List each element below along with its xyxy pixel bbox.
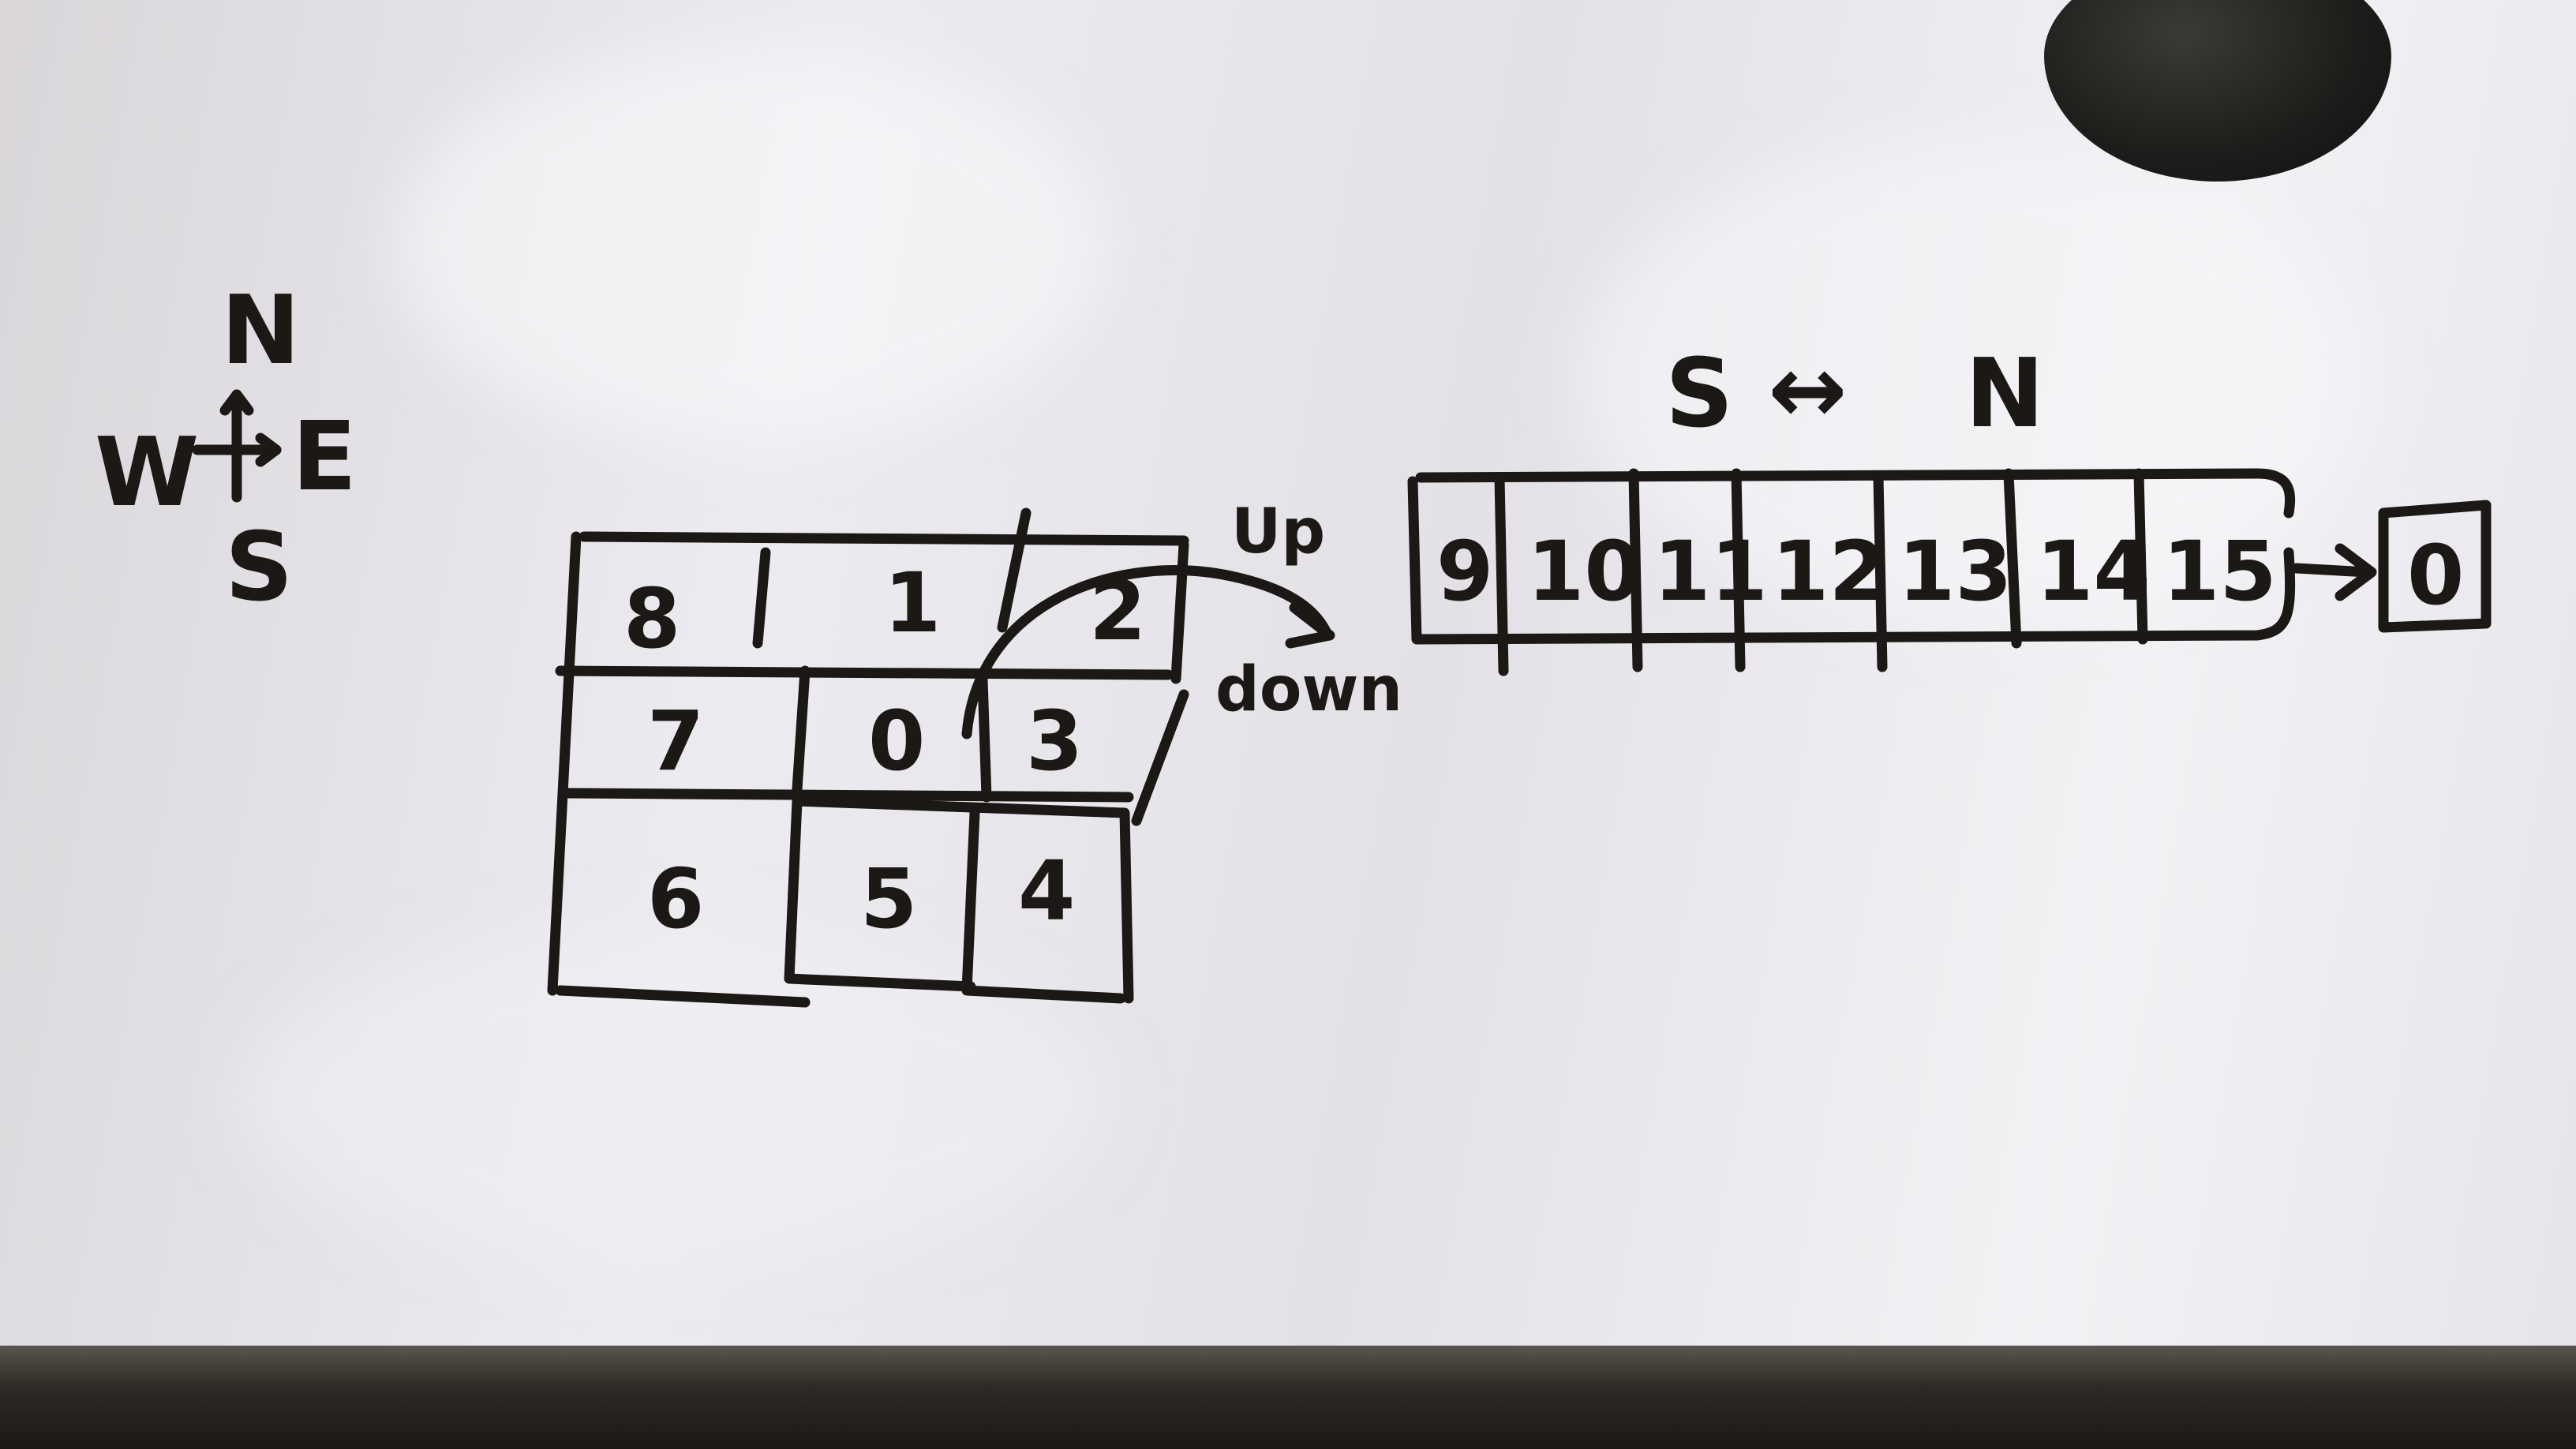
grid-cell-8: 8: [623, 571, 680, 667]
grid-cell-5: 5: [860, 851, 917, 947]
strip-cell-11: 11: [1653, 523, 1768, 620]
compass-cross-icon: [192, 389, 282, 503]
compass-west: W: [95, 418, 199, 528]
strip-next-cell-0: 0: [2407, 527, 2464, 623]
strip-north: N: [1965, 339, 2044, 449]
strip-south: S: [1665, 339, 1733, 449]
grid-cell-0: 0: [868, 693, 925, 789]
strip-cell-9: 9: [1436, 523, 1493, 620]
up-down-arrow: Up down: [961, 496, 1402, 739]
strip-arrow: ↔: [1768, 335, 1848, 445]
strip-direction: S ↔ N: [1665, 335, 2044, 449]
strip-cell-14: 14: [2036, 523, 2151, 620]
strip-cell-12: 12: [1772, 523, 1886, 620]
compass-south: S: [225, 513, 293, 623]
down-label: down: [1215, 654, 1402, 725]
compass-north: N: [221, 276, 300, 386]
strip: 9 10 11 12 13 14 15 0: [1407, 468, 2492, 676]
spiral-grid: 8 1 2 7 0 3 6 5 4: [547, 507, 1189, 1008]
grid-cell-3: 3: [1026, 693, 1083, 789]
grid-cell-7: 7: [647, 693, 704, 789]
strip-cell-15: 15: [2162, 523, 2277, 620]
grid-cell-6: 6: [647, 851, 704, 947]
grid-cell-1: 1: [884, 555, 941, 651]
compass: N W E S: [95, 276, 357, 623]
strip-next-arrow-icon: [2291, 563, 2373, 578]
grid-cell-4: 4: [1018, 843, 1075, 939]
strip-cell-13: 13: [1898, 523, 2012, 620]
up-label: Up: [1231, 496, 1325, 567]
board-tray: [0, 1346, 2576, 1449]
strip-cell-10: 10: [1527, 523, 1642, 620]
compass-east: E: [292, 402, 357, 512]
